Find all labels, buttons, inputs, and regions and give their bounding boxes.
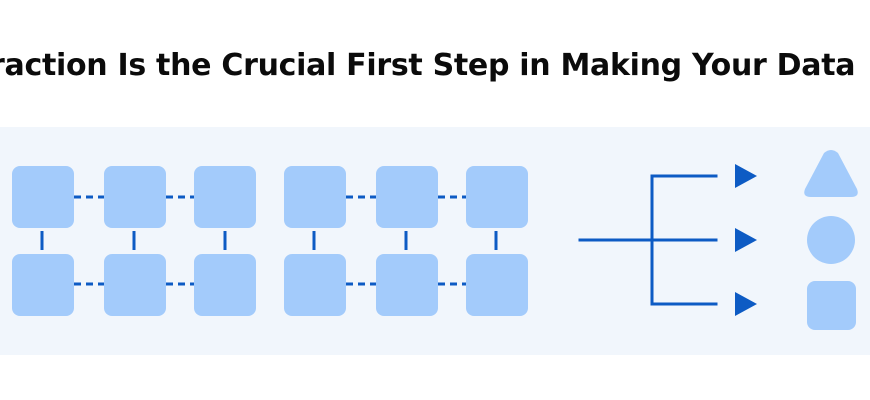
- data-node: [466, 254, 528, 316]
- square-icon: [807, 281, 856, 330]
- data-node: [376, 166, 438, 228]
- triangle-icon: [804, 150, 858, 197]
- data-node: [284, 166, 346, 228]
- data-node: [376, 254, 438, 316]
- arrow-right-icon: [735, 164, 757, 188]
- page-title: traction Is the Crucial First Step in Ma…: [0, 48, 856, 83]
- arrow-right-icon: [735, 292, 757, 316]
- diagram-panel: [0, 127, 870, 355]
- grid-connectors: [74, 195, 194, 286]
- node-grid-right: [284, 166, 528, 316]
- data-node: [12, 166, 74, 228]
- vertical-connectors: [312, 231, 498, 250]
- data-node: [466, 166, 528, 228]
- vertical-connectors: [40, 231, 227, 250]
- arrowheads: [735, 164, 757, 316]
- data-node: [194, 166, 256, 228]
- circle-icon: [807, 216, 855, 264]
- data-node: [104, 254, 166, 316]
- data-node: [104, 166, 166, 228]
- data-node: [284, 254, 346, 316]
- output-shapes: [804, 150, 858, 330]
- data-node: [12, 254, 74, 316]
- arrow-right-icon: [735, 228, 757, 252]
- splitter-lines: [578, 174, 718, 306]
- grid-connectors: [346, 195, 466, 286]
- data-node: [194, 254, 256, 316]
- node-grid-left: [12, 166, 256, 316]
- extraction-diagram: [12, 150, 858, 330]
